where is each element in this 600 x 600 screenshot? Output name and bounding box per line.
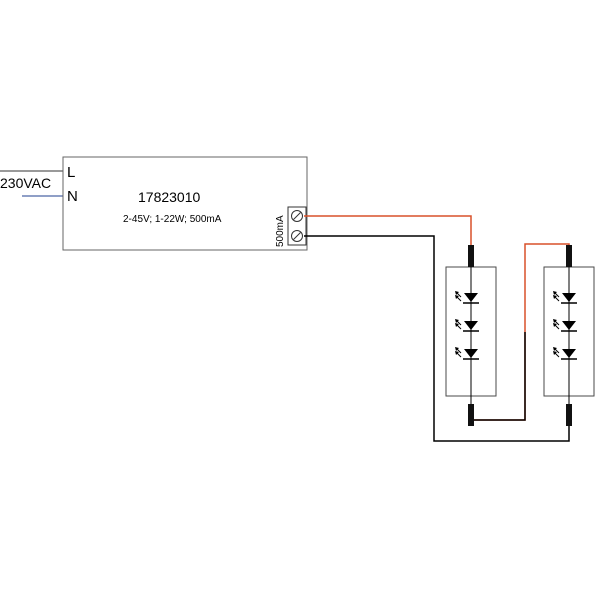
terminal-screw-positive [291,210,303,222]
led-diode-icon [553,319,577,332]
led-diode-icon [455,319,479,332]
driver-spec: 2-45V; 1-22W; 500mA [123,214,222,225]
driver-part-number: 17823010 [138,189,201,205]
negative-wire-return [304,235,570,442]
output-current-label: 500mA [275,215,286,247]
led-diode-icon [455,347,479,360]
input-voltage-label: 230VAC [0,175,51,191]
led-diode-icon [553,347,577,360]
terminal-screw-negative [291,230,303,242]
led-diode-icon [553,291,577,304]
terminal-L-label: L [67,164,75,181]
led-module-2 [543,245,595,426]
module-connector-bottom [468,404,474,426]
driver-housing [62,156,308,251]
module-connector-top [566,245,572,267]
link-wire-black-overlay [471,332,526,421]
terminal-N-label: N [67,188,78,205]
led-driver: L N 17823010 2-45V; 1-22W; 500mA 500mA [62,156,308,251]
module-connector-bottom [566,404,572,426]
mains-input: 230VAC [0,170,63,197]
positive-wire-to-module-1 [304,215,472,246]
led-diode-icon [455,291,479,304]
led-modules [445,245,595,426]
led-module-1 [445,245,497,426]
output-wiring [304,215,570,442]
module-connector-top [468,245,474,267]
